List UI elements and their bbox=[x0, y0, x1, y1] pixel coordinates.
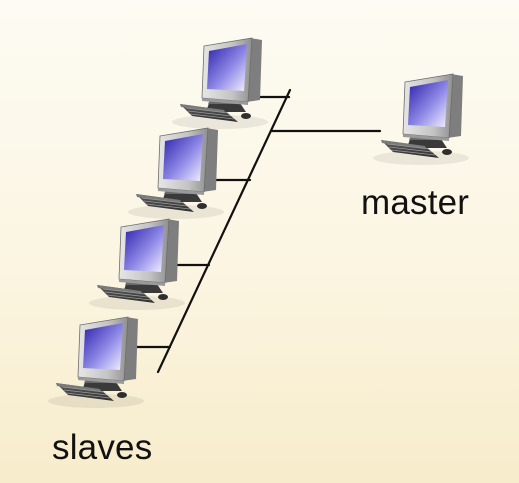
master-label: master bbox=[361, 183, 470, 222]
slave-computer-4-icon bbox=[47, 316, 145, 409]
slaves-label: slaves bbox=[52, 428, 153, 467]
slave-computer-2-icon bbox=[127, 127, 225, 220]
backbone-line bbox=[156, 88, 292, 374]
slave-computer-3-icon bbox=[88, 218, 186, 311]
master-computer-icon bbox=[372, 73, 470, 166]
slave-computer-1-icon bbox=[171, 37, 269, 130]
bus-lines bbox=[133, 88, 382, 374]
